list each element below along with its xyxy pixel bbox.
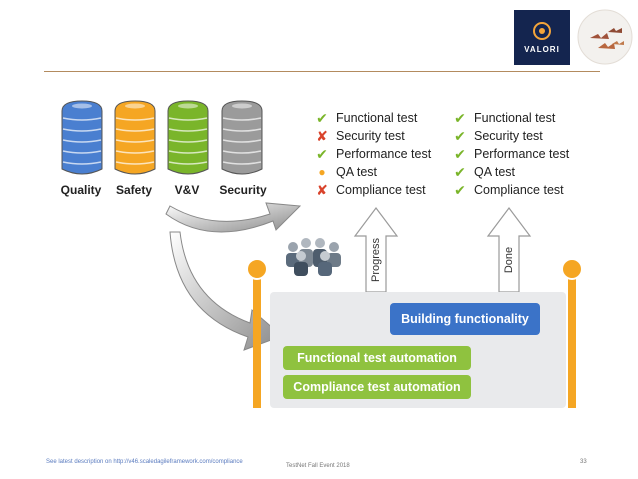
progress-item: ✔Functional test (314, 109, 431, 127)
status-icon: ✔ (316, 146, 328, 162)
right-pole-knob (561, 258, 583, 280)
footer-page-number: 33 (580, 459, 587, 465)
status-icon: ✔ (454, 182, 466, 198)
barrel-safety-icon (114, 100, 156, 175)
done-label: Done (503, 246, 515, 274)
footer-source-link[interactable]: See latest description on http://v46.sca… (46, 459, 243, 465)
footer-event: TestNet Fall Event 2018 (286, 463, 350, 469)
barrel-label-safety: Safety (115, 183, 153, 197)
status-icon: ● (318, 165, 326, 179)
barrel-label-security: Security (219, 183, 267, 197)
left-pole-knob (246, 258, 268, 280)
barrel-security-icon (221, 100, 263, 175)
done-item: ✔Functional test (452, 109, 569, 127)
right-pole (568, 276, 576, 408)
barrel-quality-icon (61, 100, 103, 175)
status-icon: ✘ (316, 182, 328, 198)
done-item: ✔Performance test (452, 145, 569, 163)
done-item: ✔Compliance test (452, 181, 569, 199)
progress-label: Progress (370, 237, 382, 283)
curved-arrow-upper (165, 202, 302, 233)
progress-checklist: ✔Functional test ✘Security test ✔Perform… (314, 109, 431, 199)
curved-arrow-lower (169, 231, 283, 351)
building-functionality-box: Building functionality (390, 303, 540, 335)
compliance-test-automation-box: Compliance test automation (283, 375, 471, 399)
progress-item: ●QA test (314, 163, 431, 181)
progress-arrow (353, 207, 399, 293)
team-icon (286, 238, 341, 276)
done-item: ✔Security test (452, 127, 569, 145)
progress-item: ✔Performance test (314, 145, 431, 163)
birds-logo-icon (577, 9, 633, 65)
status-icon: ✔ (454, 110, 466, 126)
done-arrow (486, 207, 532, 293)
valori-logo-text: VALORI (524, 44, 560, 54)
barrel-label-vv: V&V (174, 183, 200, 197)
barrel-vv-icon (167, 100, 209, 175)
functional-test-automation-box: Functional test automation (283, 346, 471, 370)
done-checklist: ✔Functional test ✔Security test ✔Perform… (452, 109, 569, 199)
status-icon: ✔ (454, 164, 466, 180)
header-divider (44, 71, 600, 72)
valori-logo: VALORI (514, 10, 570, 65)
barrel-label-quality: Quality (60, 183, 102, 197)
done-item: ✔QA test (452, 163, 569, 181)
status-icon: ✔ (454, 128, 466, 144)
progress-item: ✘Compliance test (314, 181, 431, 199)
status-icon: ✔ (316, 110, 328, 126)
valori-ring-icon (533, 21, 551, 40)
status-icon: ✘ (316, 128, 328, 144)
progress-item: ✘Security test (314, 127, 431, 145)
left-pole (253, 276, 261, 408)
status-icon: ✔ (454, 146, 466, 162)
